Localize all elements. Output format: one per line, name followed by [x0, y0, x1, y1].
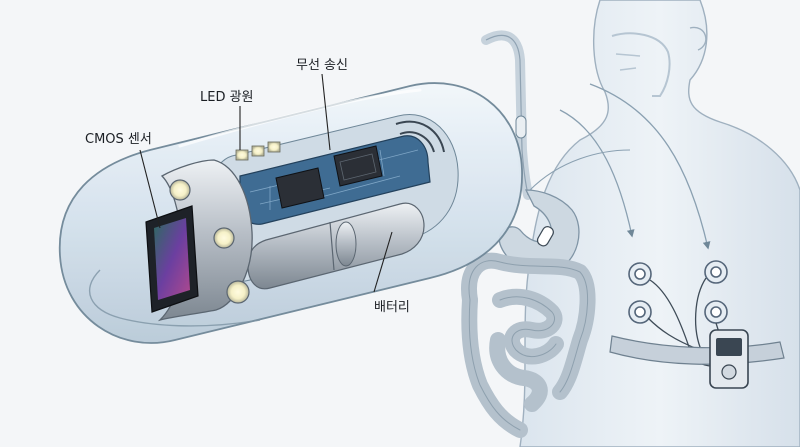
battery-icon	[247, 202, 425, 290]
label-wireless-tx: 무선 송신	[296, 58, 348, 73]
leader-wireless	[321, 73, 331, 151]
signal-arrow-2	[589, 83, 711, 250]
label-cmos-sensor: CMOS 센서	[85, 132, 152, 147]
capsule-in-esophagus-icon	[515, 115, 527, 139]
label-battery: 배터리	[374, 300, 410, 315]
processor-chip	[275, 167, 325, 209]
led-light-icon	[235, 141, 281, 161]
front-led-icon	[169, 179, 250, 304]
signal-arrow-1	[559, 109, 635, 238]
leader-lines	[139, 73, 393, 293]
cmos-sensor-icon	[145, 205, 199, 313]
label-led-light: LED 광원	[200, 90, 254, 105]
wearable-recorder-icon	[709, 329, 749, 389]
signal-arrow-3	[529, 149, 631, 191]
capsule-in-stomach-icon	[536, 226, 554, 247]
leader-battery	[373, 231, 393, 293]
capsule-loop	[89, 269, 261, 327]
capsule-endoscope-icon	[58, 82, 523, 344]
wireless-transmitter-chip	[333, 145, 383, 187]
antenna-coil-icon	[395, 120, 445, 153]
leader-cmos	[139, 149, 161, 229]
skin-electrode-icon	[628, 260, 728, 324]
